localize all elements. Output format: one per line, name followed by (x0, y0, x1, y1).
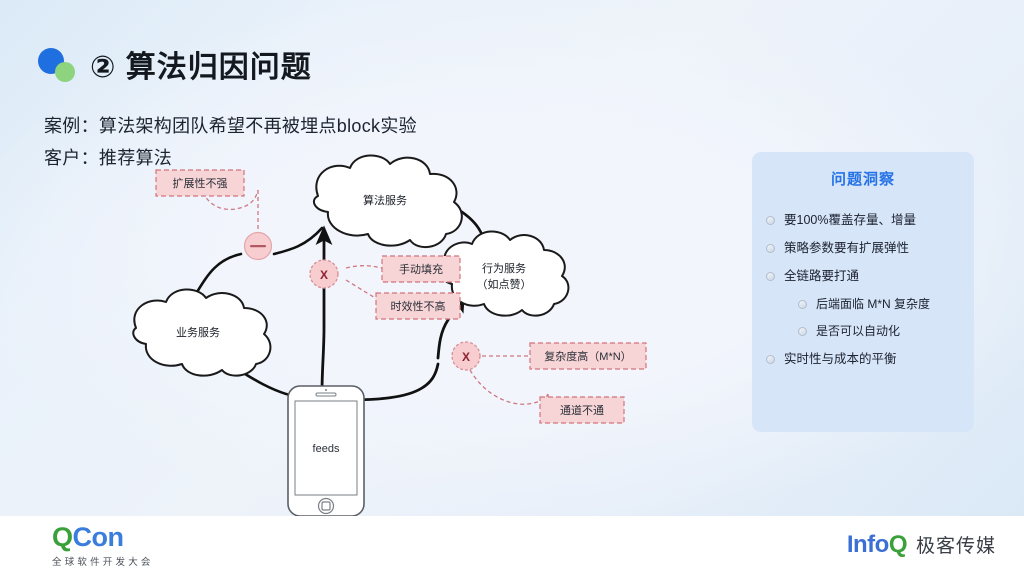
insight-subitem-label: 后端面临 M*N 复杂度 (816, 297, 931, 311)
note-scalability: 扩展性不强 (155, 169, 245, 197)
insight-item-label: 实时性与成本的平衡 (784, 351, 897, 366)
cloud-label-behavior-service-bottom: （如点赞） (477, 277, 532, 291)
qcon-logo: QCon 全球软件开发大会 (52, 524, 154, 569)
note-channel-text: 通道不通 (560, 403, 604, 417)
qcon-wordmark: QCon (52, 524, 154, 551)
insight-item: 要100%覆盖存量、增量 (766, 213, 960, 228)
two-dots-icon (38, 48, 80, 86)
infoq-media-label: 极客传媒 (915, 536, 996, 557)
insight-subitem: 是否可以自动化 (766, 324, 960, 338)
insight-panel: 问题洞察 要100%覆盖存量、增量 策略参数要有扩展弹性 全链路要打通 后端面临… (752, 152, 974, 432)
note-timeliness-text: 时效性不高 (391, 299, 446, 313)
qcon-letters-con: Con (72, 522, 124, 552)
cloud-behavior-service: 行为服务 （如点赞） (441, 230, 570, 317)
bullet-icon (766, 272, 775, 281)
x-marker-upper-glyph: X (320, 268, 328, 282)
note-channel: 通道不通 (539, 396, 625, 424)
note-timeliness: 时效性不高 (375, 292, 461, 320)
qcon-letter-q: Q (52, 522, 73, 552)
customer-line: 客户：推荐算法 (44, 148, 173, 168)
insight-item-label: 策略参数要有扩展弹性 (784, 241, 910, 255)
bullet-icon (766, 244, 775, 253)
note-manual-fill-text: 手动填充 (399, 262, 443, 276)
infoq-letters-info: Info (846, 531, 889, 558)
insight-panel-title: 问题洞察 (830, 171, 895, 188)
cloud-algo-service: 算法服务 (312, 154, 463, 249)
note-manual-fill: 手动填充 (381, 255, 461, 283)
insight-subitem: 后端面临 M*N 复杂度 (766, 297, 960, 311)
insight-list: 要100%覆盖存量、增量 策略参数要有扩展弹性 全链路要打通 后端面临 M*N … (766, 213, 960, 367)
insight-item-label: 要100%覆盖存量、增量 (784, 213, 916, 227)
case-line: 案例：算法架构团队希望不再被埋点block实验 (44, 116, 417, 136)
phone-screen-label: feeds (313, 443, 340, 455)
insight-subitem-label: 是否可以自动化 (816, 324, 901, 339)
cloud-label-algo-service: 算法服务 (363, 193, 407, 207)
infoq-letter-q: Q (888, 531, 908, 558)
note-complexity: 复杂度高（M*N） (529, 342, 647, 370)
architecture-diagram: 算法服务 业务服务 行为服务 （如点赞） feeds (110, 150, 670, 520)
x-marker-lower-glyph: X (462, 350, 470, 364)
bullet-icon (766, 216, 775, 225)
bullet-icon (798, 327, 807, 337)
cloud-label-business-service: 业务服务 (176, 326, 220, 339)
x-marker-lower: X (451, 341, 481, 371)
cloud-business-service: 业务服务 (132, 288, 272, 377)
note-complexity-text: 复杂度高（M*N） (544, 349, 631, 363)
minus-marker (243, 231, 273, 261)
phone-device: feeds (287, 385, 365, 517)
qcon-tagline: 全球软件开发大会 (52, 557, 154, 568)
insight-item: 实时性与成本的平衡 (766, 352, 960, 367)
page-title: ② 算法归因问题 (90, 51, 312, 84)
cloud-label-behavior-service-top: 行为服务 (482, 262, 526, 275)
insight-item: 全链路要打通 (766, 269, 960, 284)
note-scalability-text: 扩展性不强 (173, 176, 228, 190)
insight-item: 策略参数要有扩展弹性 (766, 241, 960, 256)
x-marker-upper: X (309, 259, 339, 289)
bullet-icon (766, 354, 775, 364)
bullet-icon (798, 300, 807, 309)
insight-item-label: 全链路要打通 (784, 269, 860, 283)
dot-green (55, 62, 75, 82)
